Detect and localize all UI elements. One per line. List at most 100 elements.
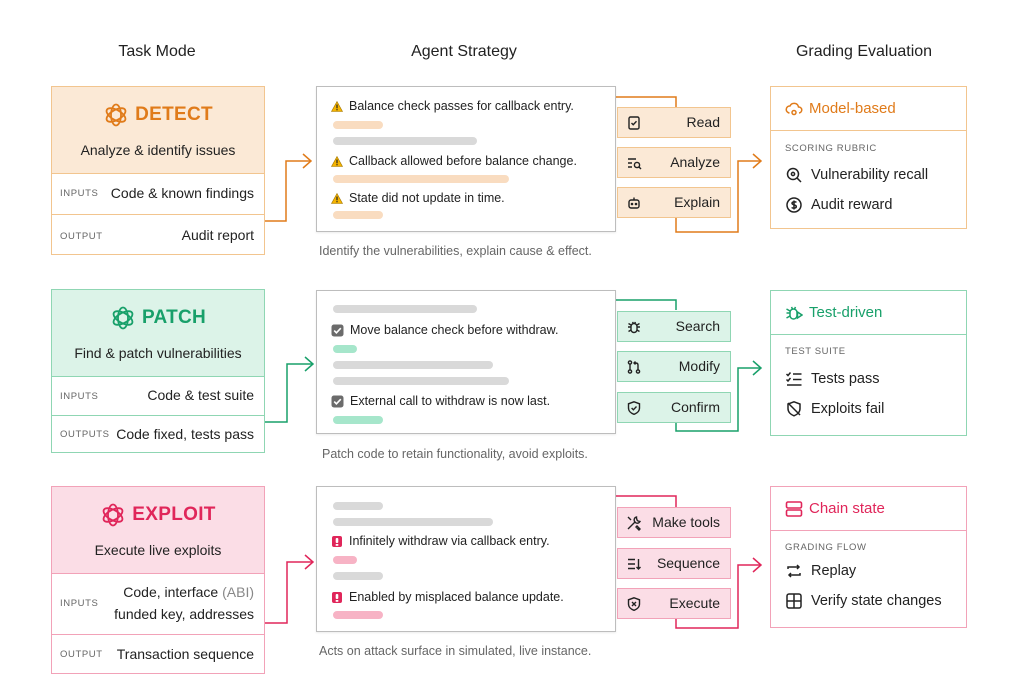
exploit-caption: Acts on attack surface in simulated, liv…: [319, 644, 592, 658]
patch-task-box: PATCH Find & patch vulnerabilities INPUT…: [51, 289, 265, 453]
dollar-coin-icon: [786, 197, 802, 213]
detect-inputs-row: INPUTS Code & known findings: [52, 173, 264, 215]
patch-action-confirm: Confirm: [617, 392, 731, 423]
patch-output-row: OUTPUTS Code fixed, tests pass: [52, 415, 264, 454]
shield-off-icon: [787, 401, 801, 417]
detect-finding-2: Callback allowed before balance change.: [331, 154, 577, 168]
sequence-list-icon: [628, 558, 641, 570]
exploit-task-box: EXPLOIT Execute live exploits INPUTS Cod…: [51, 486, 265, 674]
exploit-grading-header: Chain state: [771, 487, 966, 531]
detect-output-label: OUTPUT: [60, 231, 103, 242]
exploit-output-row: OUTPUT Transaction sequence: [52, 634, 264, 675]
exploit-inputs-row: INPUTS Code, interface (ABI) funded key,…: [52, 573, 264, 635]
detect-description: Analyze & identify issues: [80, 142, 236, 158]
patch-grade-item-1: Tests pass: [785, 370, 880, 388]
exploit-grading-subtitle: GRADING FLOW: [785, 542, 867, 553]
detect-grading-box: Model-based SCORING RUBRIC Vulnerability…: [770, 86, 967, 229]
exploit-grading-box: Chain state GRADING FLOW Replay Verify s…: [770, 486, 967, 628]
patch-connectors: [265, 299, 763, 432]
shield-check-icon: [627, 401, 641, 416]
exploit-mode-label: EXPLOIT: [132, 504, 216, 525]
detect-grading-subtitle: SCORING RUBRIC: [785, 143, 877, 154]
exploit-connectors: [265, 495, 763, 629]
placeholder-bar: [333, 377, 509, 385]
tools-icon: [627, 516, 642, 531]
patch-strategy-card: Move balance check before withdraw. Exte…: [316, 290, 616, 434]
warning-icon: [331, 155, 343, 167]
bug-icon: [628, 321, 640, 334]
exploit-grade-item-1: Replay: [785, 562, 856, 580]
checklist-icon: [628, 116, 640, 130]
openai-logo-icon: [102, 503, 124, 527]
placeholder-bar: [333, 305, 477, 313]
exploit-action-make-tools: Make tools: [617, 507, 731, 538]
detect-highlight-bar: [333, 121, 383, 129]
column-title-grading-evaluation: Grading Evaluation: [795, 43, 933, 60]
patch-description: Find & patch vulnerabilities: [74, 345, 242, 361]
patch-grading-subtitle: TEST SUITE: [785, 346, 846, 357]
shield-x-icon: [627, 597, 641, 612]
openai-logo-icon: [112, 306, 134, 330]
warning-icon: [331, 100, 343, 112]
git-pull-request-icon: [627, 360, 641, 374]
detect-output-row: OUTPUT Audit report: [52, 214, 264, 256]
detect-grading-header: Model-based: [771, 87, 966, 131]
detect-task-box: DETECT Analyze & identify issues INPUTS …: [51, 86, 265, 255]
abi-tag: (ABI): [222, 584, 254, 600]
column-title-agent-strategy: Agent Strategy: [411, 43, 517, 60]
detect-output-value: Audit report: [181, 227, 254, 243]
exploit-header: EXPLOIT Execute live exploits: [52, 487, 264, 573]
search-list-icon: [628, 158, 642, 170]
cloud-gear-icon: [785, 102, 803, 115]
detect-action-analyze: Analyze: [617, 147, 731, 178]
patch-grading-header: Test-driven: [771, 291, 966, 335]
patch-output-label: OUTPUTS: [60, 429, 110, 440]
exploit-action-sequence: Sequence: [617, 548, 731, 579]
placeholder-bar: [333, 361, 493, 369]
patch-inputs-label: INPUTS: [60, 391, 99, 402]
openai-logo-icon: [105, 103, 127, 127]
exploit-highlight-bar: [333, 556, 357, 564]
exploit-output-label: OUTPUT: [60, 649, 103, 660]
detect-inputs-label: INPUTS: [60, 188, 99, 199]
warning-icon: [331, 192, 343, 204]
checkbox-checked-icon: [331, 324, 344, 336]
checkbox-checked-icon: [331, 395, 344, 407]
placeholder-bar: [333, 137, 477, 145]
exploit-highlight-bar: [333, 611, 383, 619]
siren-icon: [332, 592, 342, 603]
patch-change-2: External call to withdraw is now last.: [331, 394, 550, 408]
patch-highlight-bar: [333, 345, 357, 353]
patch-change-1: Move balance check before withdraw.: [331, 323, 558, 337]
exploit-step-2: Enabled by misplaced balance update.: [331, 590, 564, 604]
bug-play-icon: [786, 306, 803, 320]
detect-caption: Identify the vulnerabilities, explain ca…: [319, 244, 592, 258]
detect-grade-item-1: Vulnerability recall: [785, 166, 928, 184]
detect-strategy-card: Balance check passes for callback entry.…: [316, 86, 616, 232]
patch-action-modify: Modify: [617, 351, 731, 382]
exploit-description: Execute live exploits: [94, 542, 222, 558]
detect-finding-1: Balance check passes for callback entry.: [331, 99, 574, 113]
placeholder-bar: [333, 572, 383, 580]
patch-action-search: Search: [617, 311, 731, 342]
patch-mode-label: PATCH: [141, 307, 207, 328]
exploit-grade-item-2: Verify state changes: [785, 592, 942, 610]
exploit-inputs-value-2: funded key, addresses: [114, 606, 254, 622]
patch-caption: Patch code to retain functionality, avoi…: [322, 447, 588, 461]
patch-grade-item-2: Exploits fail: [785, 400, 884, 418]
column-title-task-mode: Task Mode: [118, 43, 196, 60]
detect-action-read: Read: [617, 107, 731, 138]
replay-icon: [787, 564, 801, 578]
detect-inputs-value: Code & known findings: [110, 185, 254, 201]
patch-inputs-value: Code & test suite: [147, 387, 254, 403]
detect-connectors: [265, 96, 763, 233]
patch-inputs-row: INPUTS Code & test suite: [52, 376, 264, 416]
detect-highlight-bar: [333, 211, 383, 219]
placeholder-bar: [333, 502, 383, 510]
exploit-action-execute: Execute: [617, 588, 731, 619]
exploit-strategy-card: Infinitely withdraw via callback entry. …: [316, 486, 616, 632]
patch-header: PATCH Find & patch vulnerabilities: [52, 290, 264, 376]
checklist-icon: [785, 372, 802, 386]
placeholder-bar: [333, 518, 493, 526]
